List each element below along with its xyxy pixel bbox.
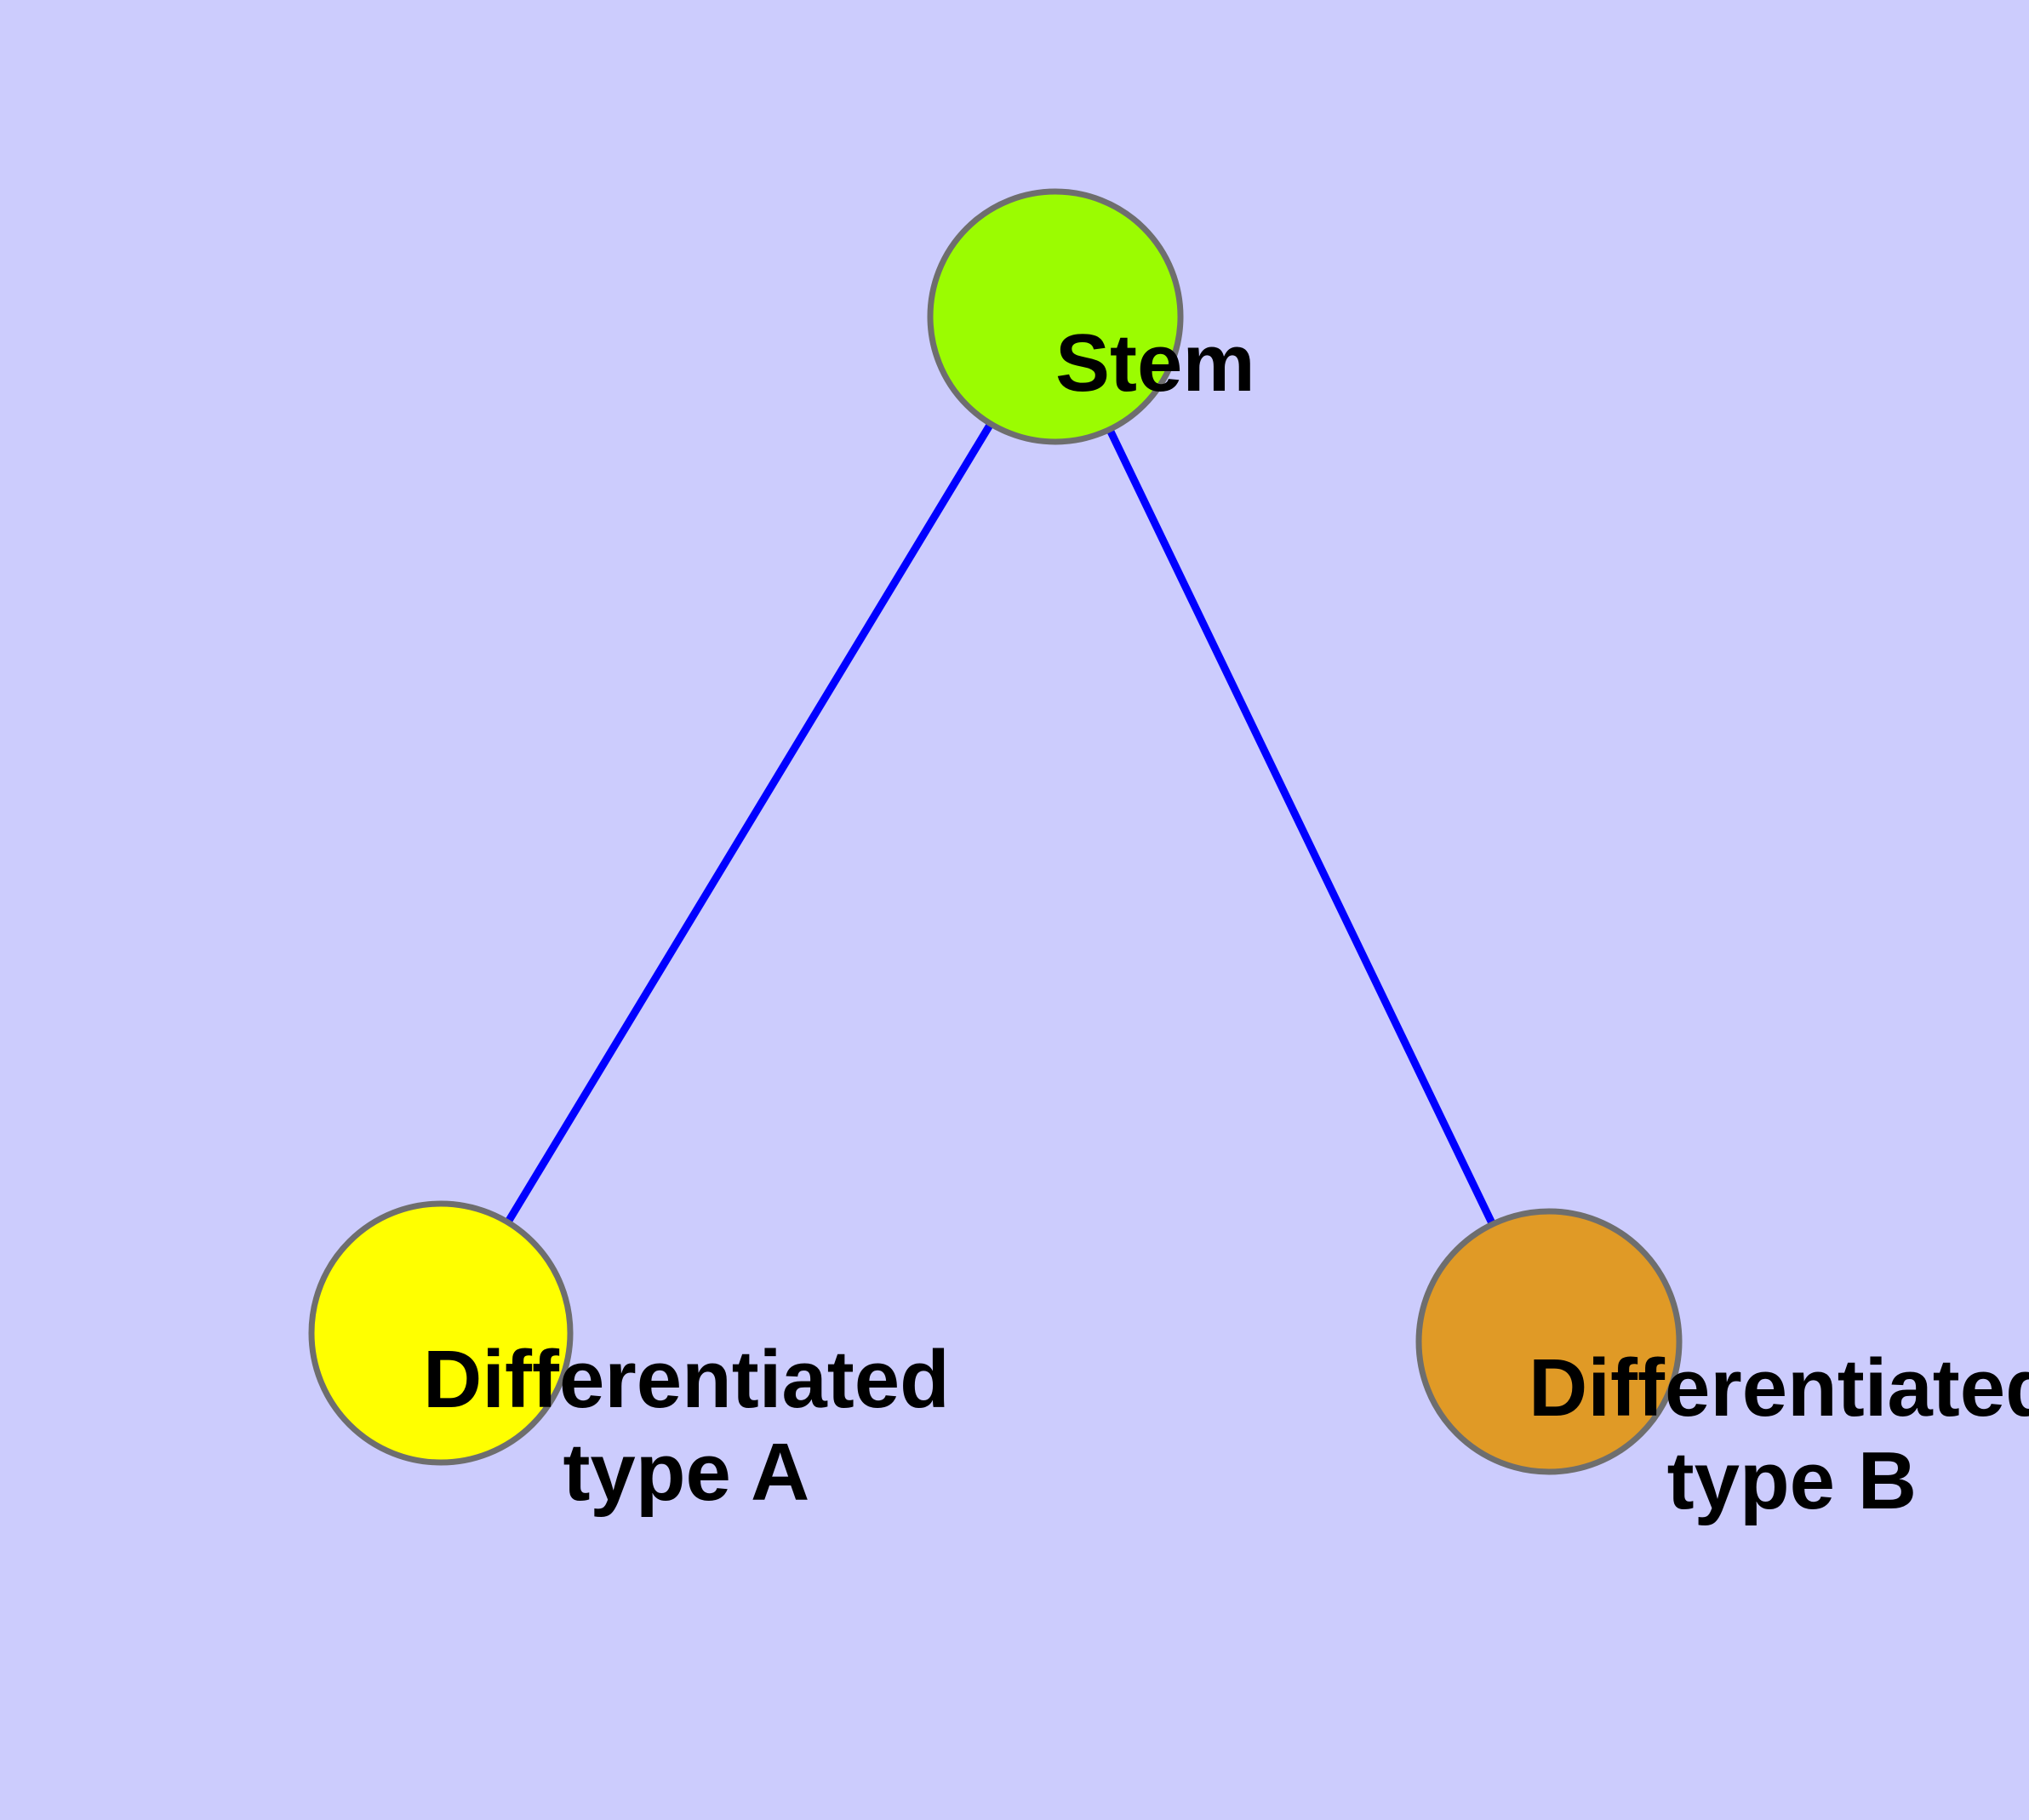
nodes-layer: [308, 188, 1683, 1475]
edges-layer: [437, 314, 1553, 1343]
edge-stem-to-type-b: [1051, 315, 1553, 1343]
node-stem[interactable]: [927, 188, 1184, 445]
node-differentiated-type-b[interactable]: [1415, 1208, 1683, 1475]
edge-stem-to-type-a: [437, 314, 1059, 1336]
node-differentiated-type-a[interactable]: [308, 1200, 574, 1466]
